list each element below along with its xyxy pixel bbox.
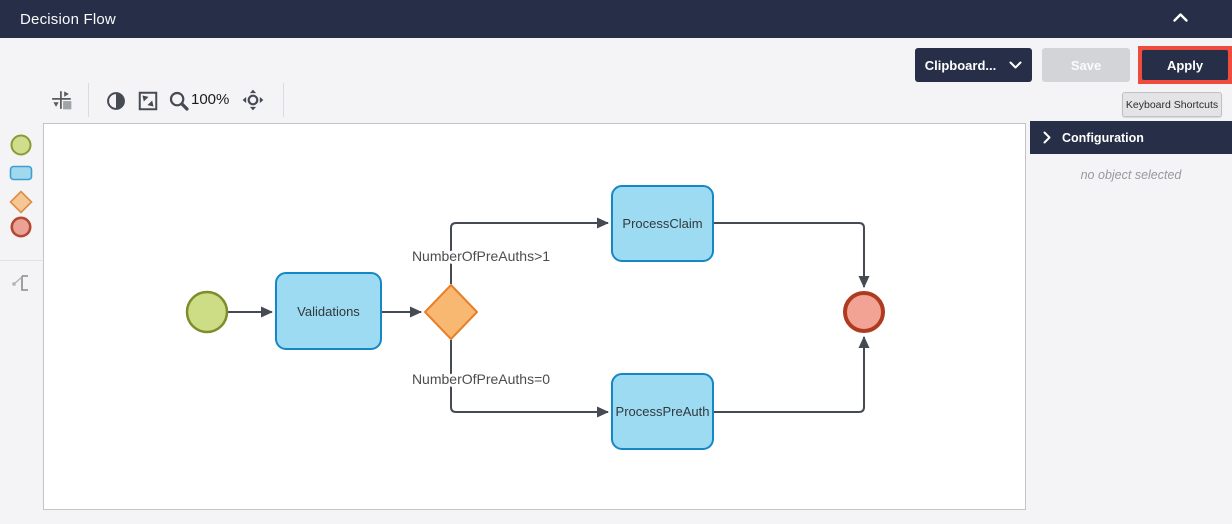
palette-divider [0,260,42,261]
palette-item-end-event[interactable] [9,215,33,239]
palette-item-start-event[interactable] [9,133,33,157]
zoom-search-icon[interactable] [168,90,190,112]
pan-center-icon[interactable] [242,89,264,111]
toolbar-divider [283,83,284,117]
configuration-panel-header[interactable]: Configuration [1030,121,1232,154]
diagram-canvas[interactable]: NumberOfPreAuths>1 NumberOfPreAuths=0 Va… [43,123,1026,510]
clipboard-dropdown-button[interactable]: Clipboard... [915,48,1032,82]
gateway-icon [9,190,33,217]
page-title: Decision Flow [20,10,116,28]
configuration-panel-title: Configuration [1062,130,1144,145]
keyboard-shortcuts-label: Keyboard Shortcuts [1125,98,1219,111]
keyboard-shortcuts-button[interactable]: Keyboard Shortcuts [1122,92,1222,117]
title-bar: Decision Flow [0,0,1232,38]
no-object-selected-message: no object selected [1080,168,1182,182]
flow-processpreauth-to-end[interactable] [714,336,870,413]
configuration-panel: Configuration no object selected [1030,121,1232,510]
start-event-icon [9,134,33,160]
end-event-node[interactable] [843,291,885,333]
apply-button[interactable]: Apply [1142,50,1228,80]
toolbar-divider [88,83,89,117]
collapse-panel-button[interactable] [1170,11,1190,27]
task-icon [9,165,33,188]
chevron-right-icon [1043,131,1051,144]
snap-to-grid-icon[interactable] [51,89,73,111]
gateway-node[interactable] [424,284,478,340]
edge-label-numberofpreauths-eq0: NumberOfPreAuths=0 [412,371,550,387]
flow-gateway-to-processclaim[interactable] [450,217,609,284]
clipboard-button-label: Clipboard... [924,57,997,73]
palette-item-task[interactable] [9,161,33,185]
flow-processclaim-to-end[interactable] [714,222,870,288]
task-node-processpreauth[interactable] [611,373,714,450]
chevron-up-icon [1172,12,1189,27]
fit-to-screen-icon[interactable] [137,90,159,112]
task-node-processclaim[interactable] [611,185,714,262]
connector-icon [9,275,33,298]
save-button-label: Save [1070,57,1102,73]
edge-label-numberofpreauths-gt1: NumberOfPreAuths>1 [412,248,550,264]
start-event-node[interactable] [185,290,229,334]
task-node-validations[interactable] [275,272,382,350]
task-label-processpreauth: ProcessPreAuth [616,404,710,419]
end-event-icon [9,216,33,242]
palette-item-connector[interactable] [9,271,33,295]
chevron-down-icon [1009,58,1022,73]
contrast-icon[interactable] [105,90,127,112]
flow-gateway-to-processpreauth[interactable] [450,340,609,418]
task-label-processclaim: ProcessClaim [622,216,702,231]
apply-button-label: Apply [1166,57,1204,73]
save-button[interactable]: Save [1042,48,1130,82]
task-label-validations: Validations [297,304,360,319]
flow-diagram: NumberOfPreAuths>1 NumberOfPreAuths=0 Va… [185,185,885,450]
palette-item-gateway[interactable] [9,190,33,214]
zoom-level: 100% [191,91,230,108]
apply-highlight-box: Apply [1138,46,1232,84]
